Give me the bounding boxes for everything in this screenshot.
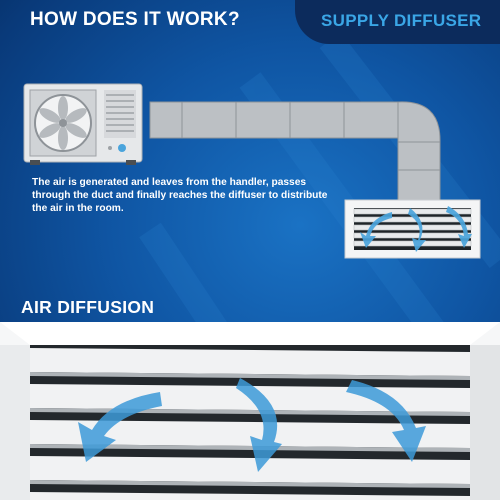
diffuser-icon <box>344 199 481 259</box>
airflow-arrow-icon <box>360 206 472 252</box>
duct-icon <box>149 101 441 201</box>
airflow-arrow-icon <box>78 378 426 472</box>
section-title: AIR DIFFUSION <box>21 297 155 317</box>
title-badge-text: SUPPLY DIFFUSER <box>321 11 482 30</box>
fan-icon <box>34 94 92 152</box>
page-title: HOW DOES IT WORK? <box>30 9 240 30</box>
large-diffuser <box>0 322 500 500</box>
description-text: The air is generated and leaves from the… <box>32 177 328 215</box>
title-badge: SUPPLY DIFFUSER <box>295 0 500 44</box>
